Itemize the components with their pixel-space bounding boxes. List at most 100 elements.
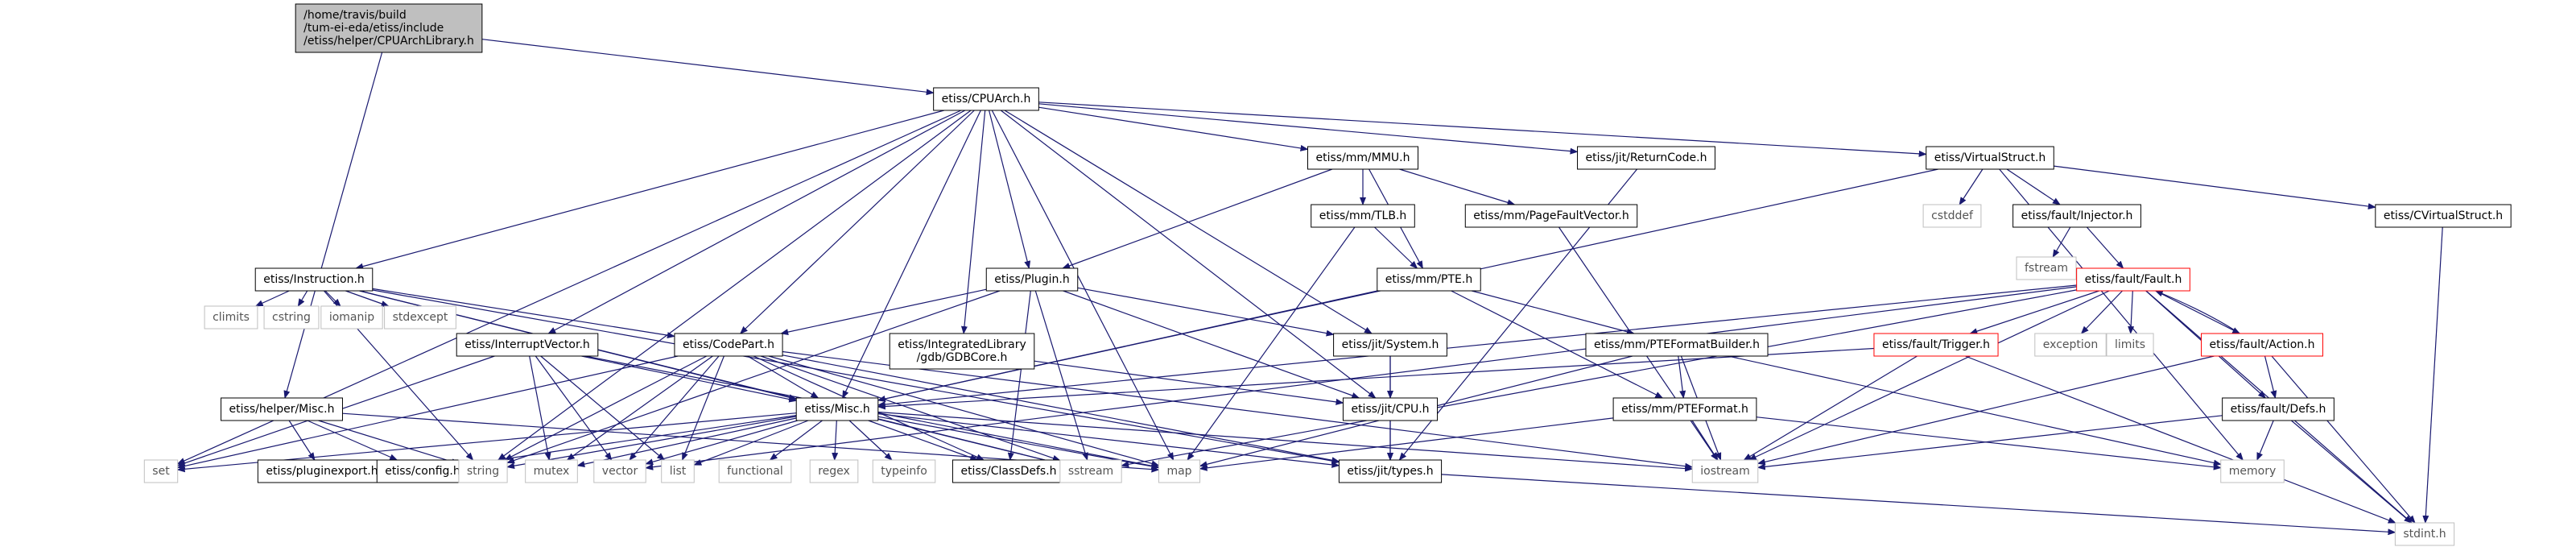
edge-gdbcore-to-jitcpu bbox=[1034, 360, 1344, 405]
node-label: etiss/fault/Defs.h bbox=[2231, 403, 2326, 416]
node-etiss-codepart-h[interactable]: etiss/CodePart.h bbox=[674, 333, 783, 357]
edge-fdefs-to-iostream bbox=[1757, 415, 2223, 470]
node-stdint-h: stdint.h bbox=[2394, 522, 2455, 546]
node-box bbox=[718, 459, 792, 483]
node-label: etiss/mm/PageFaultVector.h bbox=[1473, 209, 1629, 222]
node-etiss-config-h[interactable]: etiss/config.h bbox=[376, 459, 469, 483]
node-label: etiss/mm/PTEFormatBuilder.h bbox=[1594, 338, 1760, 351]
edge-codepart-to-map bbox=[768, 355, 1160, 467]
node-etiss-helper-misc-h[interactable]: etiss/helper/Misc.h bbox=[221, 397, 343, 421]
node-label: vector bbox=[602, 465, 638, 478]
node-label: limits bbox=[2115, 338, 2145, 351]
edge-intvec-to-misc bbox=[581, 355, 798, 403]
node-etiss-jit-types-h[interactable]: etiss/jit/types.h bbox=[1338, 459, 1443, 483]
node-label: etiss/InterruptVector.h bbox=[464, 338, 590, 351]
node-etiss-fault-action-h[interactable]: etiss/fault/Action.h bbox=[2201, 333, 2323, 357]
node-etiss-jit-system-h[interactable]: etiss/jit/System.h bbox=[1333, 333, 1447, 357]
node-etiss-mm-pagefaultvector-h[interactable]: etiss/mm/PageFaultVector.h bbox=[1464, 204, 1638, 228]
node-etiss-mm-pte-h[interactable]: etiss/mm/PTE.h bbox=[1377, 267, 1481, 292]
node-box bbox=[204, 305, 258, 329]
node-box bbox=[1311, 204, 1415, 228]
node-exception: exception bbox=[2034, 333, 2107, 357]
node-box bbox=[593, 459, 646, 483]
node-box bbox=[2394, 522, 2455, 546]
edge-fault-to-iostream bbox=[1748, 290, 2110, 461]
edge-codepart-to-vector bbox=[629, 355, 720, 461]
node-etiss-mm-mmu-h[interactable]: etiss/mm/MMU.h bbox=[1307, 146, 1419, 170]
node-etiss-fault-fault-h[interactable]: etiss/fault/Fault.h bbox=[2076, 267, 2190, 292]
node-home-travis-build-tum-ei-eda-etiss-include-etiss-helper-cpuarchlibrary-h[interactable]: /home/travis/build/tum-ei-eda/etiss/incl… bbox=[295, 3, 483, 53]
edge-cpuarch-to-gdbcore bbox=[960, 110, 986, 334]
node-etiss-cvirtualstruct-h[interactable]: etiss/CVirtualStruct.h bbox=[2375, 204, 2512, 228]
edge-instr-to-jittypes bbox=[372, 289, 1340, 465]
edge-mmu-to-plugin bbox=[1062, 168, 1333, 269]
node-box bbox=[1307, 146, 1419, 170]
edge-pte-to-ptefb bbox=[1472, 290, 1635, 335]
edge-vstruct-to-injector bbox=[2006, 168, 2061, 205]
edge-misc-to-mutex bbox=[576, 417, 797, 468]
node-box bbox=[2076, 267, 2190, 292]
node-label: map bbox=[1166, 465, 1191, 478]
node-etiss-fault-trigger-h[interactable]: etiss/fault/Trigger.h bbox=[1873, 333, 1999, 357]
node-etiss-pluginexport-h[interactable]: etiss/pluginexport.h bbox=[257, 459, 387, 483]
edge-intvec-to-vector bbox=[535, 355, 613, 461]
node-etiss-plugin-h[interactable]: etiss/Plugin.h bbox=[985, 267, 1079, 292]
edge-plugin-to-codepart bbox=[780, 288, 987, 336]
node-etiss-instruction-h[interactable]: etiss/Instruction.h bbox=[254, 267, 374, 292]
edge-plugin-to-jitsys bbox=[1077, 287, 1335, 337]
node-box bbox=[1873, 333, 1999, 357]
node-label: etiss/jit/System.h bbox=[1342, 338, 1439, 351]
node-etiss-fault-injector-h[interactable]: etiss/fault/Injector.h bbox=[2013, 204, 2141, 228]
node-label: etiss/Plugin.h bbox=[994, 273, 1069, 286]
node-functional: functional bbox=[718, 459, 792, 483]
node-label: etiss/mm/PTE.h bbox=[1385, 273, 1472, 286]
edge-fdefs-to-memory bbox=[2256, 420, 2274, 461]
node-box bbox=[1333, 333, 1447, 357]
edge-mmu-to-pfv bbox=[1399, 168, 1516, 206]
dependency-nodes: /home/travis/build/tum-ei-eda/etiss/incl… bbox=[143, 3, 2512, 546]
node-string: string bbox=[458, 459, 508, 483]
node-label: etiss/fault/Fault.h bbox=[2085, 273, 2182, 286]
node-etiss-integratedlibrary-gdb-gdbcore-h[interactable]: etiss/IntegratedLibrary/gdb/GDBCore.h bbox=[889, 333, 1035, 370]
edge-root-to-helpermisc bbox=[283, 52, 383, 399]
edge-action-to-iostream bbox=[1757, 355, 2215, 466]
node-etiss-jit-cpu-h[interactable]: etiss/jit/CPU.h bbox=[1342, 397, 1439, 421]
node-label: stdint.h bbox=[2403, 528, 2446, 541]
node-etiss-jit-returncode-h[interactable]: etiss/jit/ReturnCode.h bbox=[1577, 146, 1715, 170]
node-label: /gdb/GDBCore.h bbox=[917, 351, 1008, 364]
node-box bbox=[1158, 459, 1201, 483]
node-label: etiss/fault/Injector.h bbox=[2021, 209, 2133, 222]
node-label: fstream bbox=[2025, 262, 2068, 275]
edge-pte-to-misc bbox=[877, 290, 1378, 402]
node-etiss-interruptvector-h[interactable]: etiss/InterruptVector.h bbox=[456, 333, 599, 357]
edge-instr-to-cstring bbox=[297, 290, 308, 307]
edge-codepart-to-list bbox=[682, 355, 724, 461]
edge-codepart-to-set bbox=[176, 355, 679, 470]
node-label: etiss/mm/TLB.h bbox=[1319, 209, 1407, 222]
edge-tlb-to-map bbox=[1187, 226, 1356, 461]
node-etiss-fault-defs-h[interactable]: etiss/fault/Defs.h bbox=[2222, 397, 2334, 421]
edge-cpuarch-to-misc bbox=[842, 110, 981, 399]
node-memory: memory bbox=[2220, 459, 2285, 483]
node-label: etiss/config.h bbox=[385, 465, 460, 478]
node-box bbox=[2201, 333, 2323, 357]
edge-misc-to-iostream bbox=[877, 411, 1694, 472]
node-label: /etiss/helper/CPUArchLibrary.h bbox=[303, 35, 474, 48]
edge-fault-to-limits bbox=[2128, 290, 2135, 334]
node-etiss-misc-h[interactable]: etiss/Misc.h bbox=[795, 397, 879, 421]
node-label: etiss/helper/Misc.h bbox=[229, 403, 335, 416]
node-etiss-classdefs-h[interactable]: etiss/ClassDefs.h bbox=[952, 459, 1066, 483]
node-box bbox=[143, 459, 179, 483]
node-mutex: mutex bbox=[525, 459, 578, 483]
edge-action-to-fdefs bbox=[2264, 355, 2277, 399]
node-etiss-mm-tlb-h[interactable]: etiss/mm/TLB.h bbox=[1311, 204, 1415, 228]
node-box bbox=[295, 3, 483, 53]
edge-jittypes-to-stdint bbox=[1441, 474, 2396, 536]
node-label: etiss/Instruction.h bbox=[263, 273, 365, 286]
node-etiss-cpuarch-h[interactable]: etiss/CPUArch.h bbox=[933, 87, 1039, 111]
node-etiss-mm-pteformat-h[interactable]: etiss/mm/PTEFormat.h bbox=[1612, 397, 1757, 421]
edge-intvec-to-list bbox=[540, 355, 666, 461]
edge-trigger-to-stdint bbox=[1964, 355, 2396, 524]
node-etiss-virtualstruct-h[interactable]: etiss/VirtualStruct.h bbox=[1926, 146, 2054, 170]
node-etiss-mm-pteformatbuilder-h[interactable]: etiss/mm/PTEFormatBuilder.h bbox=[1585, 333, 1769, 357]
